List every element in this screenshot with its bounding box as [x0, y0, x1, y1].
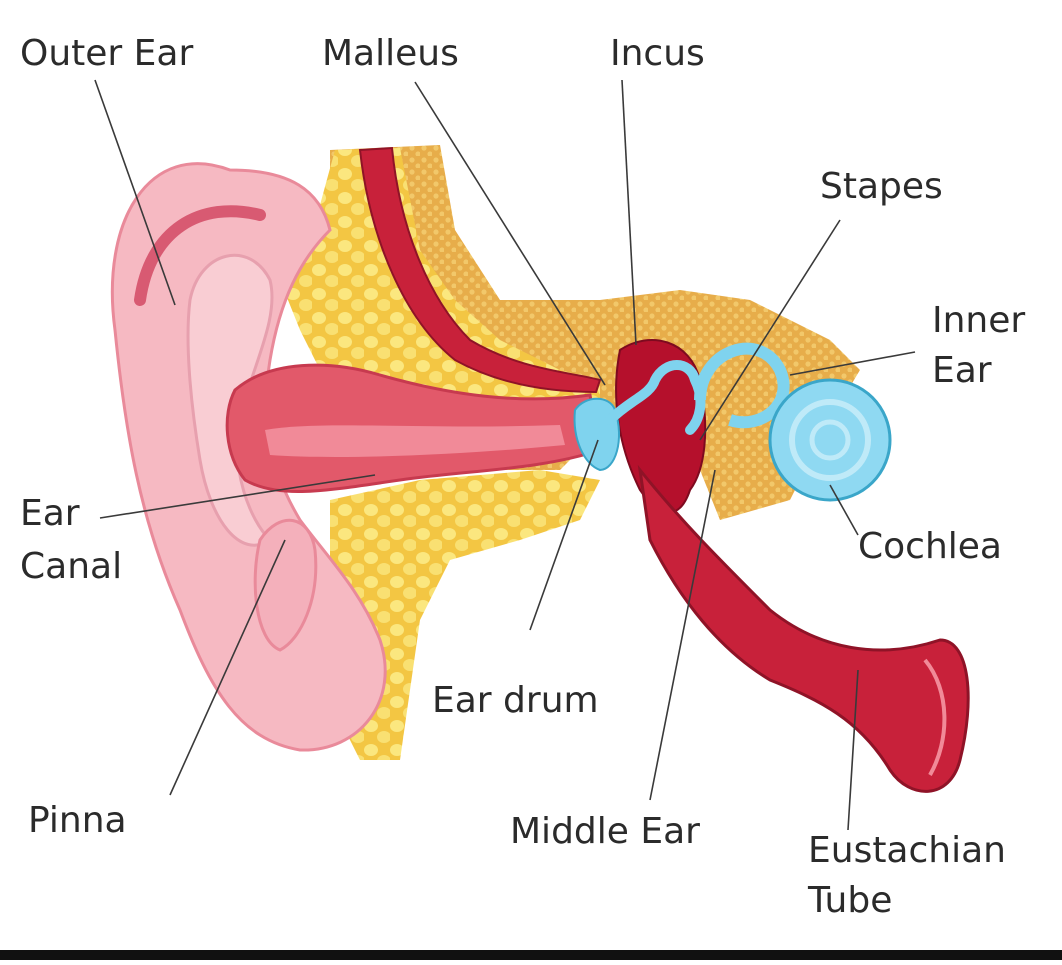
leader-eustachian-tube	[847, 669, 859, 831]
label-middle-ear: Middle Ear	[510, 811, 700, 852]
leader-malleus	[414, 81, 606, 386]
muscle-strip	[358, 146, 602, 394]
label-eustachian-line2: Tube	[807, 880, 892, 921]
leader-pinna	[169, 539, 286, 796]
semicircular-canals	[694, 342, 790, 429]
label-eustachian-line1: Eustachian	[808, 830, 1006, 871]
label-ear-canal-line1: Ear	[20, 493, 80, 534]
cochlea-shape	[768, 378, 892, 502]
label-incus: Incus	[610, 33, 705, 74]
leader-cochlea	[829, 484, 859, 536]
label-inner-ear-line2: Ear	[932, 350, 992, 391]
leader-stapes	[699, 219, 841, 441]
label-ear-drum: Ear drum	[432, 680, 599, 721]
eardrum-shape	[573, 397, 620, 472]
label-stapes: Stapes	[820, 166, 943, 207]
leader-outer-ear	[94, 79, 176, 306]
leader-incus	[621, 79, 637, 346]
ear-canal-highlight	[265, 425, 565, 457]
label-ear-canal-line2: Canal	[20, 546, 122, 587]
eustachian-tube-shape	[637, 464, 970, 793]
label-pinna: Pinna	[28, 800, 127, 841]
leader-ear-canal	[99, 474, 376, 519]
cochlea-spiral-inner	[809, 419, 851, 461]
leader-inner-ear	[789, 351, 916, 376]
eustachian-tube-highlight	[923, 658, 947, 776]
label-cochlea: Cochlea	[858, 526, 1002, 567]
label-outer-ear: Outer Ear	[20, 33, 193, 74]
label-inner-ear-line1: Inner	[932, 300, 1025, 341]
leader-ear-drum	[529, 439, 599, 631]
pinna-fold	[134, 205, 266, 306]
fat-tissue-lower	[320, 470, 600, 760]
cochlea-spiral-outer	[789, 399, 871, 481]
fat-tissue-upper	[270, 148, 600, 420]
label-malleus: Malleus	[322, 33, 459, 74]
bottom-border	[0, 950, 1062, 960]
leader-middle-ear	[649, 469, 716, 801]
